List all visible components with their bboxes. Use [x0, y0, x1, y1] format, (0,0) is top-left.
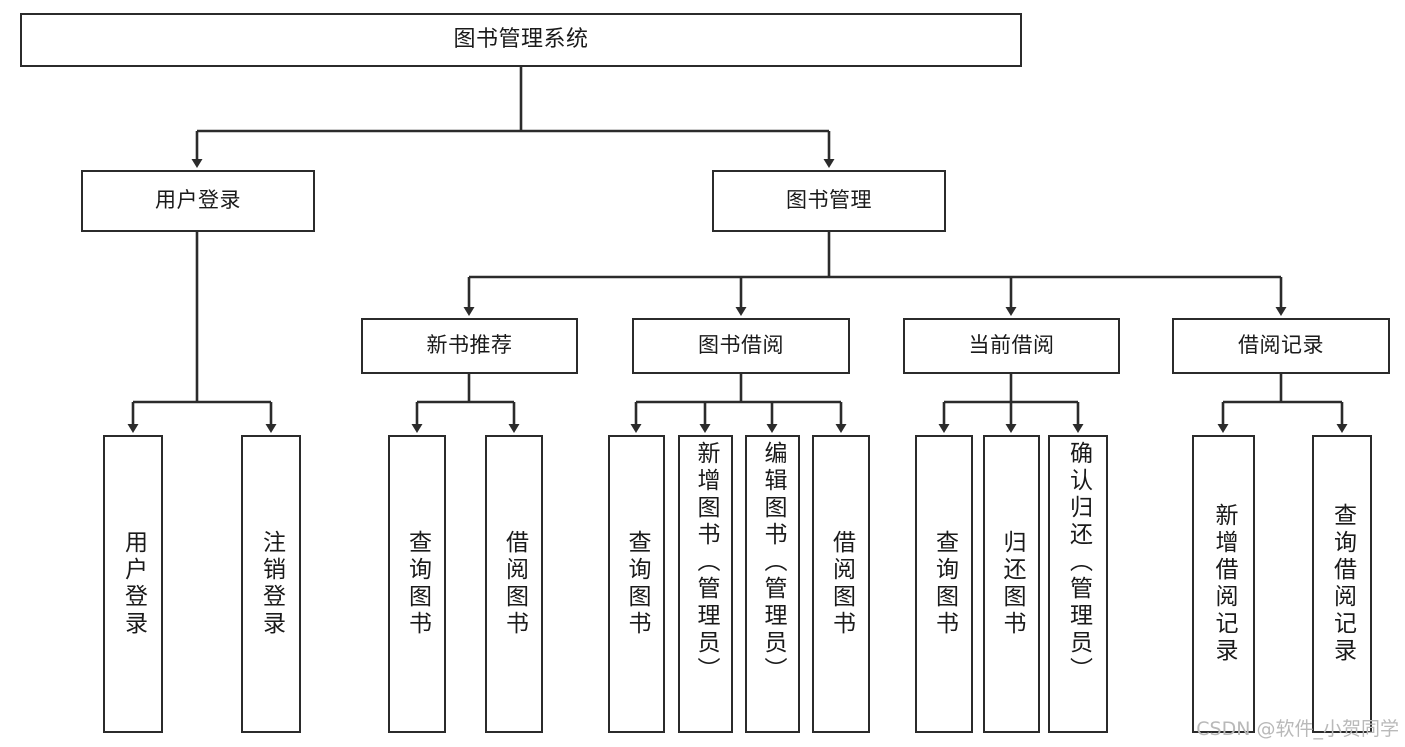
node-label: 新书推荐 [426, 333, 513, 358]
leaf-record-add-record[interactable]: 新增借阅记录 [1192, 435, 1255, 733]
leaf-record-query-record[interactable]: 查询借阅记录 [1312, 435, 1372, 733]
node-label: 查询图书 [624, 530, 650, 638]
node-label: 新增图书（管理员） [693, 441, 719, 684]
node-book-management[interactable]: 图书管理 [712, 170, 946, 232]
leaf-user-login[interactable]: 用户登录 [103, 435, 163, 733]
node-current-borrow[interactable]: 当前借阅 [903, 318, 1120, 374]
leaf-borrow-query-book[interactable]: 查询图书 [608, 435, 665, 733]
leaf-current-query-book[interactable]: 查询图书 [915, 435, 973, 733]
node-user-login[interactable]: 用户登录 [81, 170, 315, 232]
node-label: 图书借阅 [698, 333, 784, 358]
node-label: 图书管理 [786, 188, 872, 213]
node-label: 当前借阅 [968, 333, 1055, 358]
node-label: 确认归还（管理员） [1065, 441, 1092, 684]
node-borrow-record[interactable]: 借阅记录 [1172, 318, 1390, 374]
node-label: 注销登录 [258, 530, 285, 638]
node-label: 查询借阅记录 [1329, 503, 1356, 665]
node-label: 编辑图书（管理员） [760, 441, 786, 684]
node-label: 用户登录 [155, 188, 241, 213]
leaf-current-confirm-return-admin[interactable]: 确认归还（管理员） [1048, 435, 1108, 733]
node-label: 新增借阅记录 [1211, 503, 1237, 665]
node-label: 查询图书 [404, 530, 431, 638]
leaf-current-return-book[interactable]: 归还图书 [983, 435, 1040, 733]
node-book-borrow[interactable]: 图书借阅 [632, 318, 850, 374]
node-root-system[interactable]: 图书管理系统 [20, 13, 1022, 67]
node-label: 归还图书 [999, 530, 1025, 638]
leaf-recommend-borrow-book[interactable]: 借阅图书 [485, 435, 543, 733]
leaf-recommend-query-book[interactable]: 查询图书 [388, 435, 446, 733]
leaf-user-logout[interactable]: 注销登录 [241, 435, 301, 733]
watermark-text: CSDN @软件_小贺同学 [1196, 718, 1399, 740]
node-new-book-recommend[interactable]: 新书推荐 [361, 318, 578, 374]
node-label: 借阅记录 [1238, 333, 1324, 358]
leaf-borrow-edit-book-admin[interactable]: 编辑图书（管理员） [745, 435, 800, 733]
node-label: 借阅图书 [828, 530, 855, 638]
leaf-borrow-borrow-book[interactable]: 借阅图书 [812, 435, 870, 733]
node-label: 图书管理系统 [453, 26, 589, 52]
node-label: 用户登录 [120, 530, 147, 638]
leaf-borrow-add-book-admin[interactable]: 新增图书（管理员） [678, 435, 733, 733]
node-label: 借阅图书 [501, 530, 528, 638]
node-label: 查询图书 [931, 530, 958, 638]
